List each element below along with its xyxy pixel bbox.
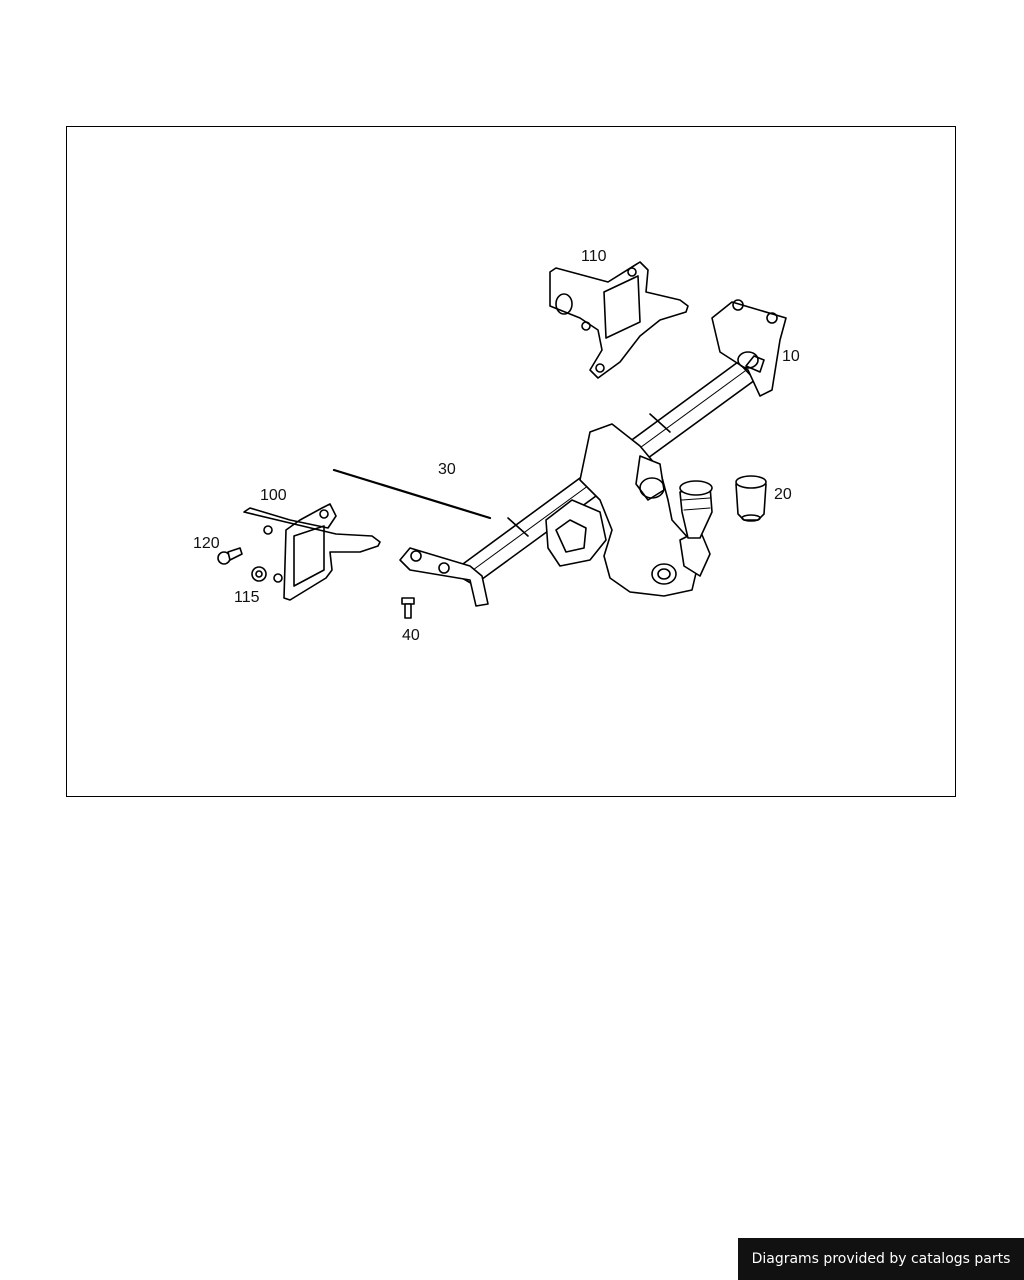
footer-attribution: Diagrams provided by catalogs parts: [738, 1238, 1024, 1280]
bracket-10: [711, 299, 787, 397]
bracket-110: [549, 261, 689, 379]
callout-115: 115: [234, 589, 260, 606]
diagram-frame: [66, 126, 956, 797]
tow-ball: [679, 480, 713, 539]
nut-115-icon: [251, 566, 267, 582]
ball-cap-20: [735, 475, 767, 522]
callout-120: 120: [193, 535, 220, 552]
callout-100: 100: [260, 487, 287, 504]
callout-10: 10: [782, 348, 800, 365]
bolt-40-icon: [401, 597, 415, 619]
bracket-100: [243, 503, 381, 601]
callout-20: 20: [774, 486, 792, 503]
callout-30: 30: [438, 461, 456, 478]
callout-40: 40: [402, 627, 420, 644]
bolt-120-icon: [217, 547, 243, 565]
leader-line-30: [332, 468, 492, 520]
callout-110: 110: [581, 248, 607, 265]
left-end-plate: [399, 547, 489, 607]
ball-neck-assembly: [545, 423, 711, 597]
